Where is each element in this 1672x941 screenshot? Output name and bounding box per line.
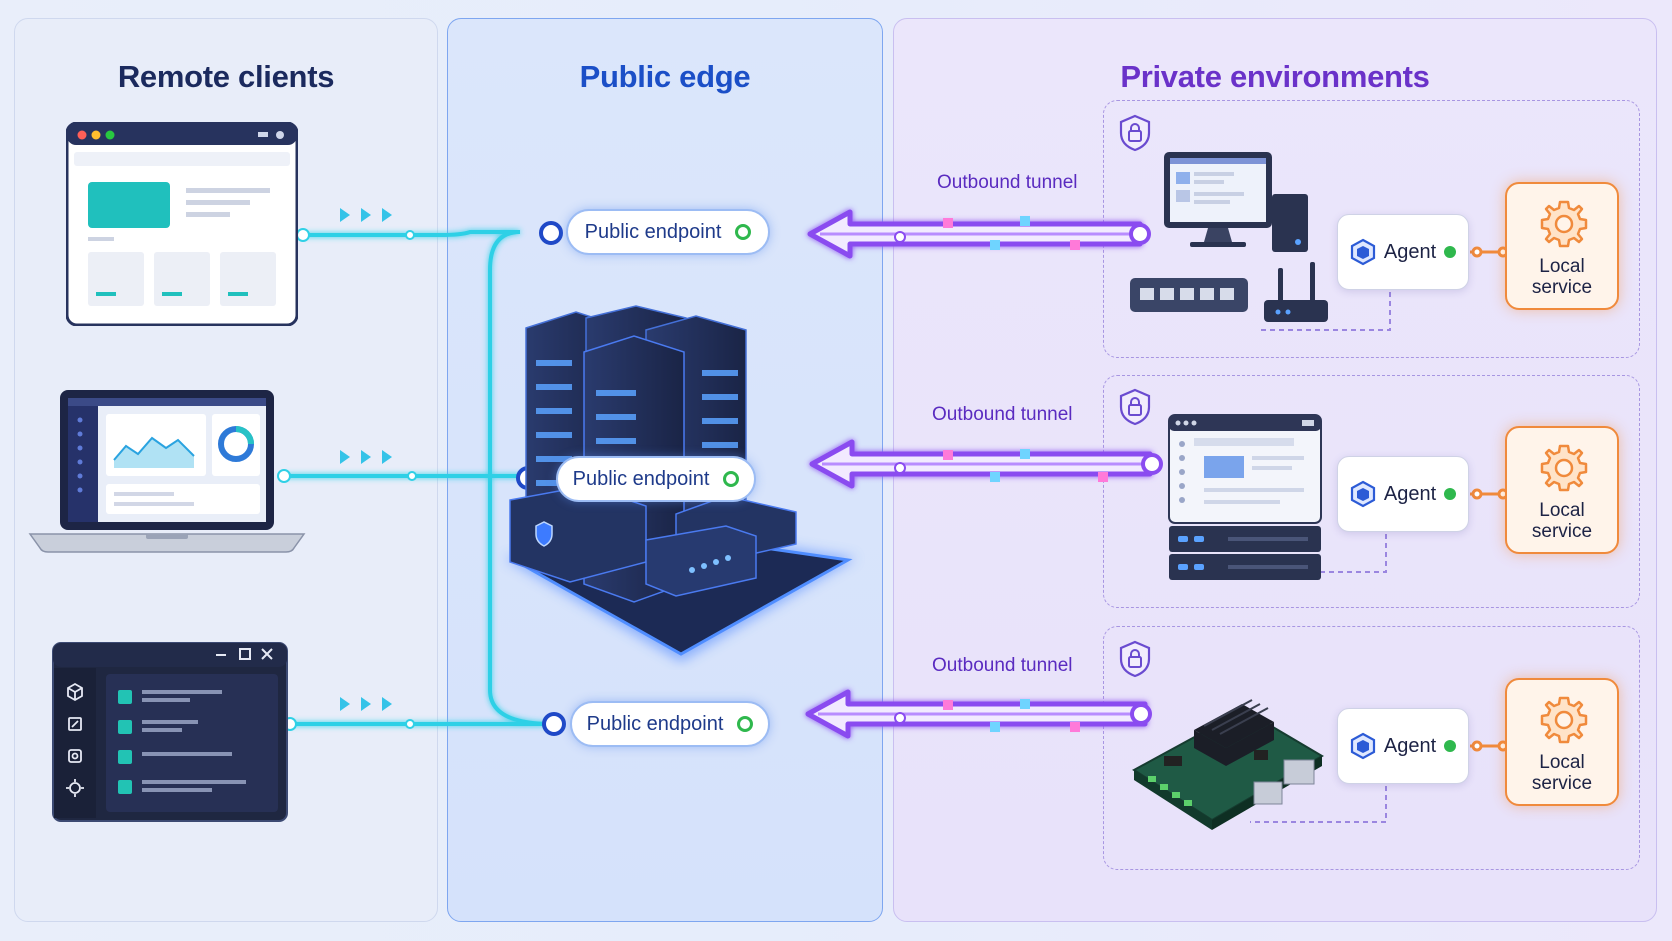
- private-environment-2: [1103, 375, 1640, 608]
- on-prem-server-device: [1168, 414, 1322, 584]
- office-network-devices: [1128, 150, 1338, 340]
- status-ok-icon: [1444, 740, 1457, 752]
- client-links: [284, 230, 553, 726]
- agent-3[interactable]: Agent: [1337, 708, 1469, 784]
- status-ok-icon: [1444, 246, 1457, 258]
- shield-lock-icon: [1119, 388, 1151, 426]
- local-service-2[interactable]: Local service: [1505, 426, 1619, 554]
- window-max-icon: [239, 648, 251, 660]
- agent-label: Agent: [1383, 240, 1437, 263]
- outbound-tunnels: [805, 209, 1163, 739]
- public-endpoint-2[interactable]: Public endpoint: [556, 456, 756, 502]
- window-close-icon: [261, 648, 273, 660]
- local-service-1[interactable]: Local service: [1505, 182, 1619, 310]
- public-endpoint-1[interactable]: Public endpoint: [566, 209, 770, 255]
- agent-cube-icon: [1350, 480, 1375, 508]
- remote-clients-title: Remote clients: [117, 59, 335, 94]
- public-endpoint-3[interactable]: Public endpoint: [570, 701, 770, 747]
- agent-2[interactable]: Agent: [1337, 456, 1469, 532]
- local-service-label: Local service: [1531, 256, 1593, 298]
- play-arrow-icons: [340, 208, 392, 711]
- status-ok-icon: [737, 716, 754, 732]
- agent-label: Agent: [1383, 734, 1437, 757]
- laptop-client: [26, 388, 308, 558]
- local-service-3[interactable]: Local service: [1505, 678, 1619, 806]
- private-environments-title: Private environments: [1120, 59, 1430, 94]
- local-service-label: Local service: [1531, 500, 1593, 542]
- agent-1[interactable]: Agent: [1337, 214, 1469, 290]
- edge-server-cluster: [496, 300, 866, 670]
- agent-label: Agent: [1383, 482, 1437, 505]
- shield-lock-icon: [1119, 640, 1151, 678]
- outbound-tunnel-label-2: Outbound tunnel: [932, 404, 1073, 425]
- shield-lock-icon: [1119, 114, 1151, 152]
- outbound-tunnel-label-3: Outbound tunnel: [932, 655, 1073, 676]
- gear-icon: [1540, 444, 1588, 492]
- outbound-tunnel-label-1: Outbound tunnel: [937, 172, 1078, 193]
- private-environment-3: [1103, 626, 1640, 870]
- shield-icon: [535, 521, 553, 547]
- status-ok-icon: [723, 471, 740, 487]
- gear-icon: [1540, 200, 1588, 248]
- status-ok-icon: [735, 224, 752, 240]
- agent-cube-icon: [1350, 732, 1375, 760]
- window-min-icon: [216, 654, 226, 656]
- browser-window-client: [65, 121, 299, 327]
- public-endpoint-label: Public endpoint: [586, 712, 724, 735]
- desktop-app-window-client: [52, 642, 288, 822]
- public-edge-title: Public edge: [579, 59, 751, 94]
- public-endpoint-label: Public endpoint: [572, 467, 710, 490]
- edge-board-device: [1124, 690, 1324, 850]
- local-service-label: Local service: [1531, 752, 1593, 794]
- agent-cube-icon: [1350, 238, 1375, 266]
- gear-icon: [1540, 696, 1588, 744]
- status-ok-icon: [1444, 488, 1457, 500]
- public-endpoint-label: Public endpoint: [584, 220, 722, 243]
